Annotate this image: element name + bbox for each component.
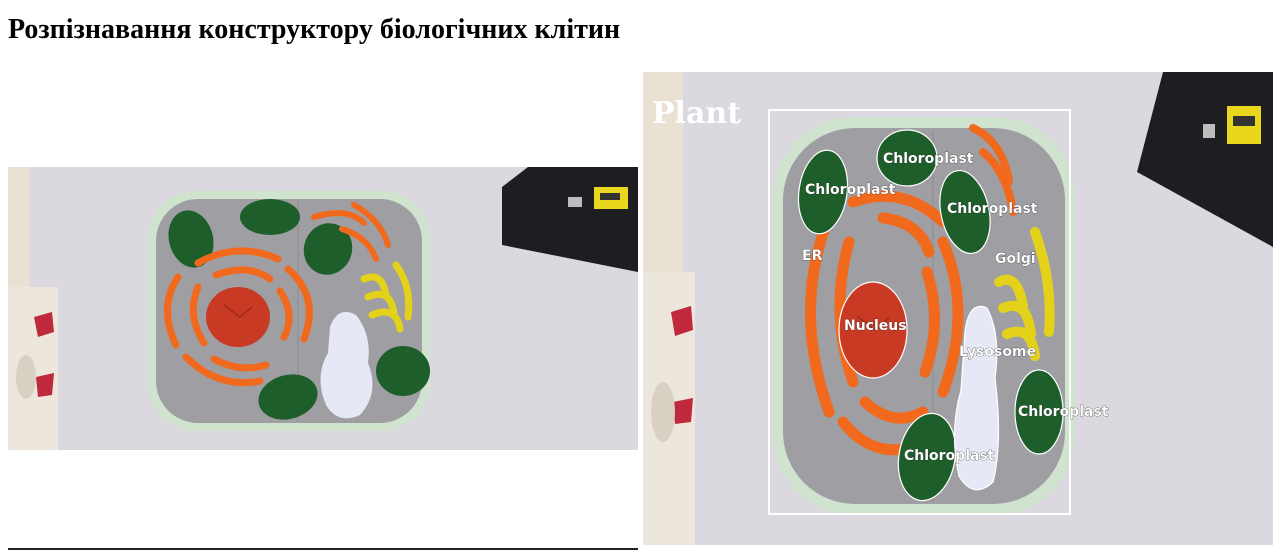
chloroplast-piece-3 [939, 170, 991, 254]
label-golgi: Golgi [995, 251, 1036, 267]
foam-block [8, 287, 58, 450]
er-small-piece [969, 124, 1017, 216]
lysosome-piece [953, 305, 1000, 491]
label-chloroplast-2: Chloroplast [883, 151, 974, 167]
chloroplast-piece-3 [303, 223, 353, 275]
er-small-piece [311, 202, 391, 262]
bottom-divider [8, 548, 638, 550]
cell-model [148, 191, 430, 431]
er-piece [164, 247, 313, 387]
nucleus-piece [838, 281, 908, 379]
label-nucleus: Nucleus [844, 318, 907, 334]
cell-model [773, 117, 1075, 515]
detection-class-label: Plant [652, 96, 741, 131]
label-chloroplast-1: Chloroplast [805, 182, 896, 198]
label-chloroplast-5: Chloroplast [904, 448, 995, 464]
label-chloroplast-4: Chloroplast [1018, 404, 1109, 420]
chloroplast-piece-1 [168, 210, 214, 268]
foam-block [643, 272, 695, 545]
chloroplast-piece-2 [876, 129, 938, 187]
label-er: ER [802, 248, 823, 264]
paper-edge-top [8, 167, 30, 287]
chloroplast-piece-4 [897, 412, 957, 502]
detection-photo: Plant Chloroplast Chloroplast Chloroplas… [643, 72, 1273, 545]
golgi-piece [360, 261, 413, 333]
black-box [502, 167, 638, 272]
label-lysosome: Lysosome [959, 344, 1036, 360]
original-photo [8, 167, 638, 450]
chloroplast-piece-1 [797, 149, 849, 235]
nucleus-piece [206, 287, 270, 347]
chloroplast-piece-2 [240, 199, 300, 235]
detection-bounding-box [768, 109, 1071, 515]
chloroplast-piece-4 [258, 374, 318, 420]
black-box [1137, 72, 1273, 247]
chloroplast-piece-5 [376, 346, 430, 396]
label-chloroplast-3: Chloroplast [947, 201, 1038, 217]
lysosome-piece [320, 311, 373, 419]
chloroplast-piece-5 [1014, 369, 1064, 455]
golgi-piece [994, 227, 1055, 361]
page-title: Розпізнавання конструктору біологічних к… [8, 14, 621, 45]
